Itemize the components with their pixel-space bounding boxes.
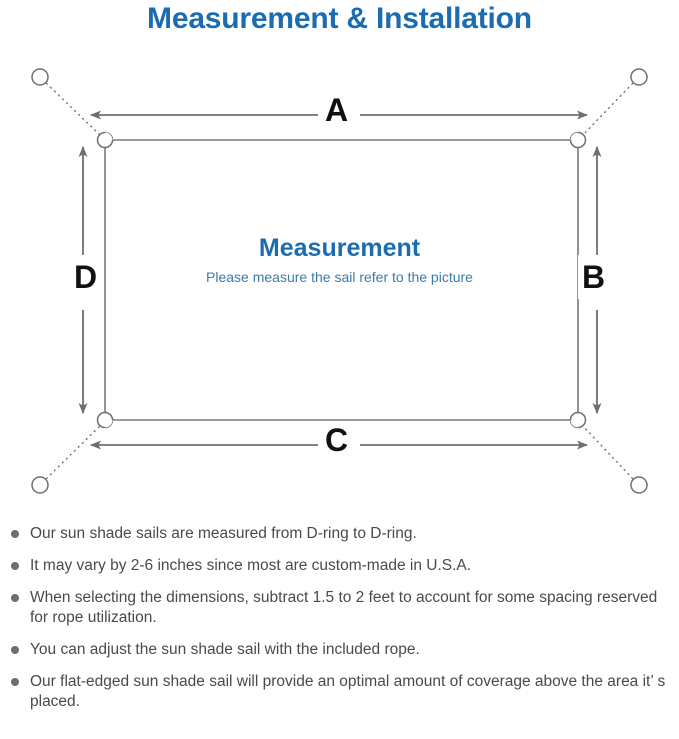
list-item: When selecting the dimensions, subtract … <box>0 588 679 628</box>
list-item: You can adjust the sun shade sail with t… <box>0 640 679 660</box>
list-item-text: It may vary by 2-6 inches since most are… <box>30 557 472 574</box>
dimension-label-b: B <box>578 255 610 299</box>
dimension-label-a: A <box>318 94 356 126</box>
bullet-icon <box>11 594 19 602</box>
list-item-text: You can adjust the sun shade sail with t… <box>30 641 420 658</box>
rope-bottom-left <box>45 424 102 480</box>
rope-bottom-right <box>581 424 634 480</box>
bullet-icon <box>11 530 19 538</box>
rope-top-right <box>581 82 634 137</box>
bullet-icon <box>11 562 19 570</box>
measurement-subtitle: Please measure the sail refer to the pic… <box>206 269 473 285</box>
sail-diagram-svg <box>31 68 648 494</box>
measurement-diagram: A B C D Measurement Please measure the s… <box>0 48 679 518</box>
list-item-text: When selecting the dimensions, subtract … <box>30 589 658 626</box>
dimension-label-c: C <box>318 424 356 456</box>
measurement-heading: Measurement <box>258 234 421 262</box>
rope-top-left <box>45 82 102 137</box>
bullet-icon <box>11 646 19 654</box>
anchor-bottom-left <box>31 476 49 494</box>
anchor-bottom-right <box>630 476 648 494</box>
list-item: Our flat-edged sun shade sail will provi… <box>0 672 679 712</box>
notes-list: Our sun shade sails are measured from D-… <box>0 524 679 724</box>
page-title: Measurement & Installation <box>147 2 532 35</box>
anchor-top-left <box>31 68 49 86</box>
anchor-top-right <box>630 68 648 86</box>
measurement-caption-block: Measurement Please measure the sail refe… <box>0 233 679 288</box>
list-item: It may vary by 2-6 inches since most are… <box>0 556 679 576</box>
dimension-label-d: D <box>70 255 102 299</box>
list-item-text: Our flat-edged sun shade sail will provi… <box>30 673 666 710</box>
list-item-text: Our sun shade sails are measured from D-… <box>30 525 417 542</box>
list-item: Our sun shade sails are measured from D-… <box>0 524 679 544</box>
bullet-icon <box>11 678 19 686</box>
